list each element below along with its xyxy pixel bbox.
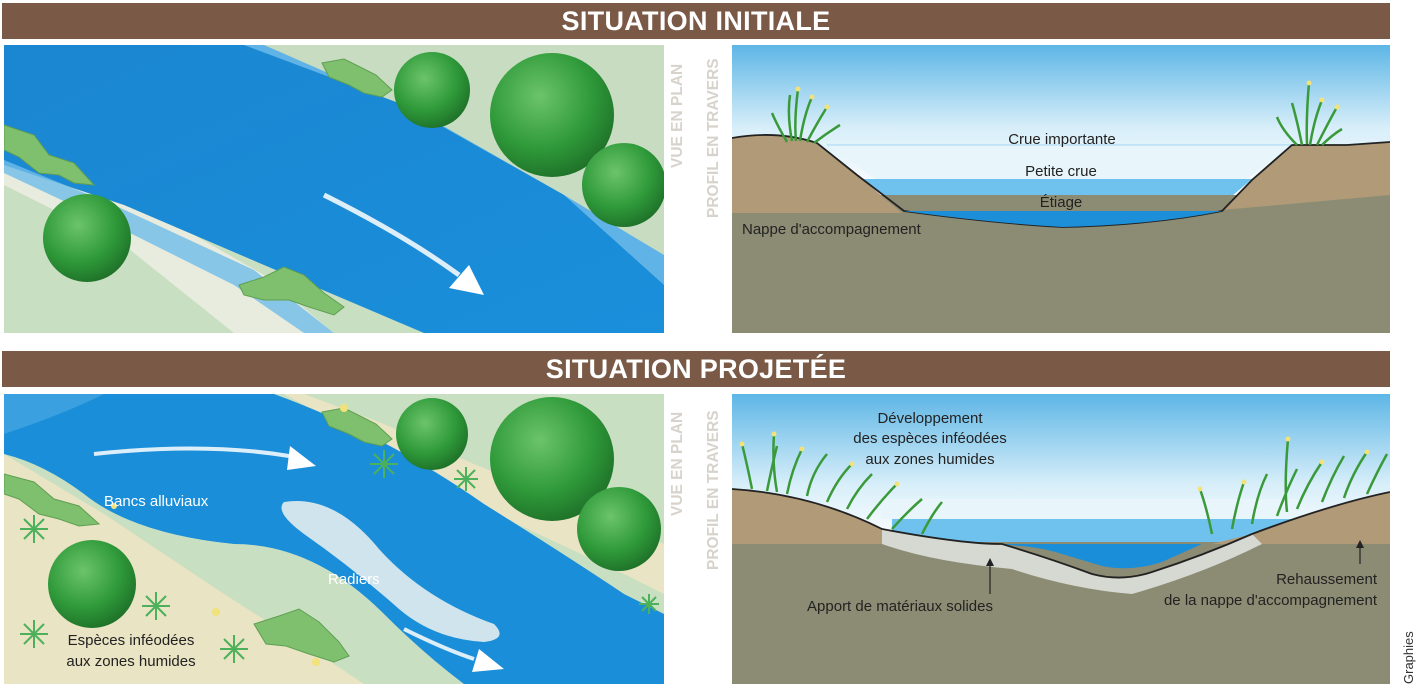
flow-arrow: [93, 446, 290, 458]
river: [4, 45, 664, 333]
profile-label-initial: PROFIL EN TRAVERS: [705, 58, 722, 218]
grass-tuft-left: [740, 433, 943, 535]
label-radiers: Radiers: [328, 571, 380, 588]
label-dev-1: Développement: [877, 410, 983, 427]
label-etiage: Étiage: [1040, 194, 1083, 211]
plan-view-label-projected: VUE EN PLAN: [669, 411, 686, 516]
tree: [490, 397, 614, 521]
tree: [394, 52, 470, 128]
label-nappe: Nappe d'accompagnement: [742, 221, 922, 238]
label-apport: Apport de matériaux solides: [807, 598, 993, 615]
label-rehaus-1: Rehaussement: [1276, 571, 1378, 588]
shrub: [4, 124, 96, 186]
section-title-projected: SITUATION PROJETÉE: [2, 351, 1390, 387]
grass-tuft-left: [770, 88, 841, 144]
tree: [577, 487, 661, 571]
bank-left: [732, 489, 922, 544]
gravel-deposit: [882, 529, 1262, 594]
bank-right: [1212, 492, 1390, 544]
label-especes-1: Espèces inféodées: [68, 632, 195, 649]
plan-view-label-initial: VUE EN PLAN: [669, 63, 686, 168]
profile-view-initial: Crue importante Petite crue Étiage Nappe…: [732, 45, 1390, 333]
label-dev-2: des espèces inféodées: [853, 430, 1006, 447]
label-crue-importante: Crue importante: [1008, 131, 1116, 148]
label-rehaus-2: de la nappe d'accompagnement: [1164, 592, 1378, 609]
label-especes-2: aux zones humides: [66, 653, 195, 670]
bank-left: [732, 134, 902, 213]
tree: [48, 540, 136, 628]
grass-tuft-right: [1198, 438, 1389, 535]
riverbed-line: [732, 488, 1390, 579]
label-petite-crue: Petite crue: [1025, 163, 1097, 180]
section-title-initial: SITUATION INITIALE: [2, 3, 1390, 39]
shrub: [321, 58, 393, 98]
grass-tuft-right: [1275, 82, 1343, 146]
shrub: [238, 266, 345, 316]
shrub: [321, 407, 393, 447]
shrub: [253, 608, 350, 663]
label-dev-3: aux zones humides: [865, 451, 994, 468]
profile-view-projected: Développement des espèces inféodées aux …: [732, 394, 1390, 684]
tree: [396, 398, 468, 470]
tree: [582, 143, 664, 227]
flow-arrow: [322, 192, 461, 278]
label-bancs-alluviaux: Bancs alluviaux: [104, 493, 209, 510]
bank-right: [1222, 142, 1390, 210]
profile-label-projected: PROFIL EN TRAVERS: [705, 410, 722, 570]
radier-bar: [281, 500, 500, 642]
plan-view-initial: [4, 45, 664, 333]
tree: [490, 53, 614, 177]
star-plants: [20, 450, 659, 663]
flow-arrow: [403, 627, 475, 661]
credit-text: Graphies: [1401, 631, 1416, 684]
tree: [43, 194, 131, 282]
plan-view-projected: Bancs alluviaux Radiers Espèces inféodée…: [4, 394, 664, 684]
shrub: [4, 473, 101, 527]
